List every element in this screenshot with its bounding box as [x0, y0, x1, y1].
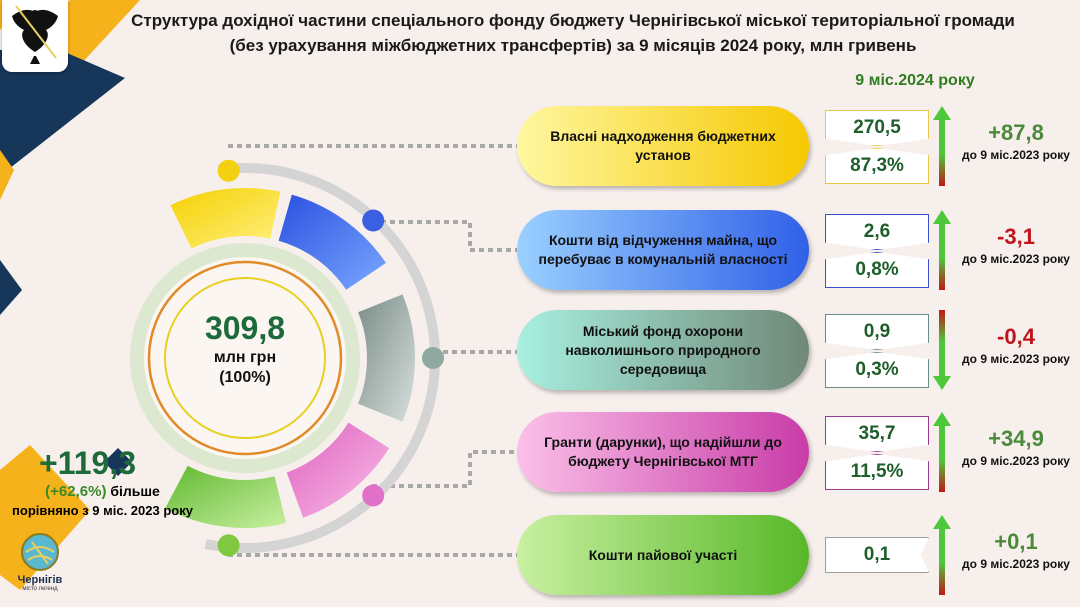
- arrow-up-icon: [933, 515, 951, 595]
- category-value: 2,6: [863, 221, 891, 242]
- yellow-ring: [164, 277, 326, 439]
- change-label: до 9 міс.2023 року: [962, 454, 1070, 468]
- donut-chart: [130, 159, 444, 557]
- value-box: 270,5: [825, 110, 929, 146]
- category-value: 35,7: [858, 423, 896, 444]
- category-share: 87,3%: [850, 155, 904, 176]
- value-box: 0,1: [825, 537, 929, 573]
- share-box: 87,3%: [825, 148, 929, 184]
- change-value: +87,8: [988, 120, 1044, 145]
- category-label: Міський фонд охорони навколишнього приро…: [565, 322, 761, 377]
- inner-ring: [130, 243, 360, 473]
- arrow-up-icon: [933, 106, 951, 186]
- arrow-up-icon: [933, 210, 951, 290]
- period-label: 9 міс.2024 року: [855, 72, 975, 89]
- growth-summary: +119,3 (+62,6%) більше порівняно з 9 міс…: [0, 445, 205, 518]
- growth-text: більше: [110, 483, 160, 499]
- value-box: 35,7: [825, 416, 929, 452]
- share-box: 0,3%: [825, 352, 929, 388]
- title-line-1: Структура дохідної частини спеціального …: [131, 11, 1015, 30]
- change-label: до 9 міс.2023 року: [962, 148, 1070, 162]
- change-label: до 9 міс.2023 року: [962, 252, 1070, 266]
- total-unit: млн грн: [213, 349, 277, 366]
- segment-dot-1: [362, 209, 385, 232]
- donut-segment-1: [278, 194, 386, 290]
- category-share: 0,3%: [855, 359, 899, 380]
- category-pill-3: Гранти (дарунки), що надійшли до бюджету…: [517, 412, 809, 492]
- logo-tagline: місто легенд: [22, 586, 58, 592]
- donut-segment-0: [170, 188, 281, 249]
- chernihiv-logo: Чернігів місто легенд: [10, 532, 70, 592]
- change-label: до 9 міс.2023 року: [962, 352, 1070, 366]
- category-pill-4: Кошти пайової участі: [517, 515, 809, 595]
- change-indicator: +34,9 до 9 міс.2023 року: [952, 426, 1080, 468]
- category-label: Кошти від відчуження майна, що перебуває…: [538, 232, 788, 267]
- arrow-down-icon: [933, 310, 951, 390]
- orange-ring: [147, 260, 343, 456]
- total-value: 309,8: [204, 310, 286, 346]
- category-pill-0: Власні надходження бюджетних установ: [517, 106, 809, 186]
- value-box: 2,6: [825, 214, 929, 250]
- segment-dot-4: [217, 534, 240, 557]
- growth-percent: (+62,6%): [45, 483, 107, 500]
- title-line-2: (без урахування міжбюджетних трансфертів…: [229, 36, 917, 55]
- change-value: -0,4: [997, 324, 1035, 349]
- segment-dot-2: [422, 347, 444, 369]
- category-share: 11,5%: [850, 461, 904, 482]
- change-indicator: -3,1 до 9 міс.2023 року: [952, 224, 1080, 266]
- arrow-up-icon: [933, 412, 951, 492]
- change-indicator: +0,1 до 9 міс.2023 року: [952, 529, 1080, 571]
- category-value: 0,1: [863, 544, 891, 565]
- donut-segment-4: [165, 465, 287, 528]
- change-value: +0,1: [994, 529, 1038, 554]
- category-label: Власні надходження бюджетних установ: [550, 128, 776, 163]
- logo-name: Чернігів: [17, 574, 63, 586]
- change-indicator: +87,8 до 9 міс.2023 року: [952, 120, 1080, 162]
- segment-dot-0: [217, 159, 240, 182]
- category-value: 270,5: [853, 117, 901, 138]
- donut-segment-2: [358, 294, 415, 422]
- change-value: +34,9: [988, 426, 1044, 451]
- category-share: 0,8%: [855, 259, 899, 280]
- total-summary: 309,8 млн грн (100%): [165, 310, 325, 387]
- growth-value: +119,3: [39, 445, 136, 481]
- category-label: Гранти (дарунки), що надійшли до бюджету…: [544, 434, 782, 469]
- change-label: до 9 міс.2023 року: [962, 557, 1070, 571]
- category-label: Кошти пайової участі: [588, 546, 738, 563]
- category-value: 0,9: [863, 321, 891, 342]
- category-pill-2: Міський фонд охорони навколишнього приро…: [517, 310, 809, 390]
- value-box: 0,9: [825, 314, 929, 350]
- page-title: Структура дохідної частини спеціального …: [68, 8, 1078, 58]
- change-indicator: -0,4 до 9 міс.2023 року: [952, 324, 1080, 366]
- coat-of-arms-logo: [2, 0, 68, 72]
- change-value: -3,1: [997, 224, 1035, 249]
- share-box: 11,5%: [825, 454, 929, 490]
- total-share: (100%): [219, 369, 271, 386]
- segment-dot-3: [362, 484, 385, 507]
- dotted-connectors: [228, 144, 517, 557]
- growth-comparison: порівняно з 9 міс. 2023 року: [12, 503, 193, 518]
- donut-segment-3: [286, 422, 390, 518]
- share-box: 0,8%: [825, 252, 929, 288]
- category-pill-1: Кошти від відчуження майна, що перебуває…: [517, 210, 809, 290]
